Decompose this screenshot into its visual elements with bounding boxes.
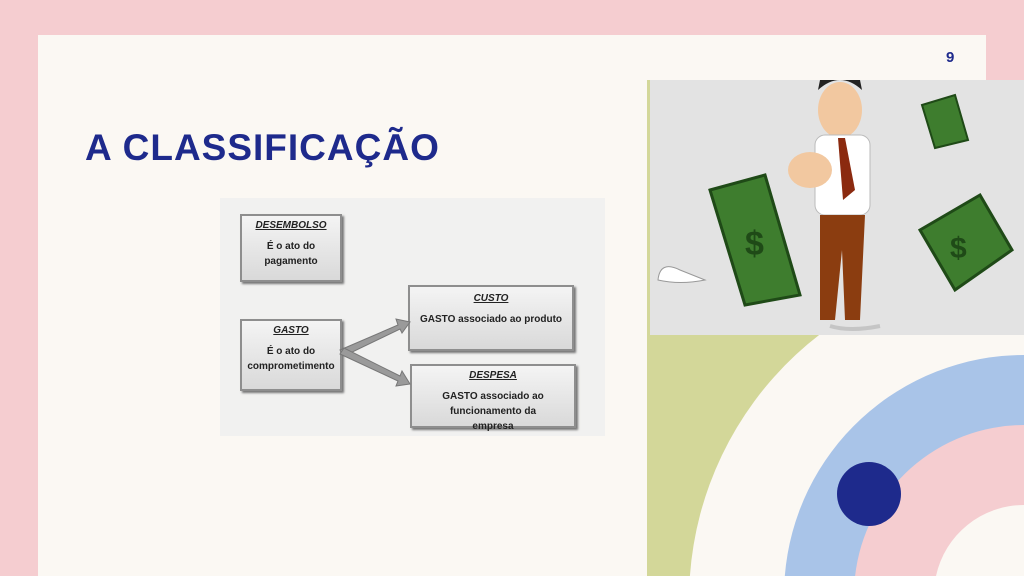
arrow-to-custo [339,318,411,357]
arrows [339,318,411,387]
decor-dot [837,462,901,526]
decor-pink-band [0,0,38,291]
arrow-to-despesa [339,347,411,387]
illustration: $ $ [657,80,1014,331]
box-gasto: GASTO É o ato do comprometimento [240,319,342,391]
decor-panel: $ $ [647,80,1024,576]
box-heading: CUSTO [473,293,509,304]
running-man-money-image: $ $ [650,80,1024,335]
box-text: É o ato do pagamento [264,241,318,267]
svg-text:$: $ [745,225,764,263]
box-custo: CUSTO GASTO associado ao produto [408,285,574,351]
classification-diagram: DESEMBOLSO É o ato do pagamento GASTO É … [220,198,605,436]
box-heading: DESPESA [469,370,517,381]
box-text: GASTO associado ao produto [419,314,563,325]
money-bill-icon [920,93,970,150]
box-heading: GASTO [273,325,309,336]
box-despesa: DESPESA GASTO associado ao funcionamento… [410,364,576,432]
decor-arc-cream-inner [936,504,1024,576]
slide-title: A CLASSIFICAÇÃO [85,127,440,168]
svg-text:$: $ [950,232,967,265]
box-heading: DESEMBOLSO [255,220,327,231]
man-figure [788,80,881,331]
box-desembolso: DESEMBOLSO É o ato do pagamento [240,214,342,282]
decor-arcs [689,265,1024,576]
box-text: GASTO associado ao funcionamento da empr… [442,391,544,432]
box-text: É o ato do comprometimento [247,346,335,372]
money-bill-icon: $ [657,173,802,307]
money-bill-icon: $ [917,192,1014,293]
slide-number: 9 [946,49,955,66]
